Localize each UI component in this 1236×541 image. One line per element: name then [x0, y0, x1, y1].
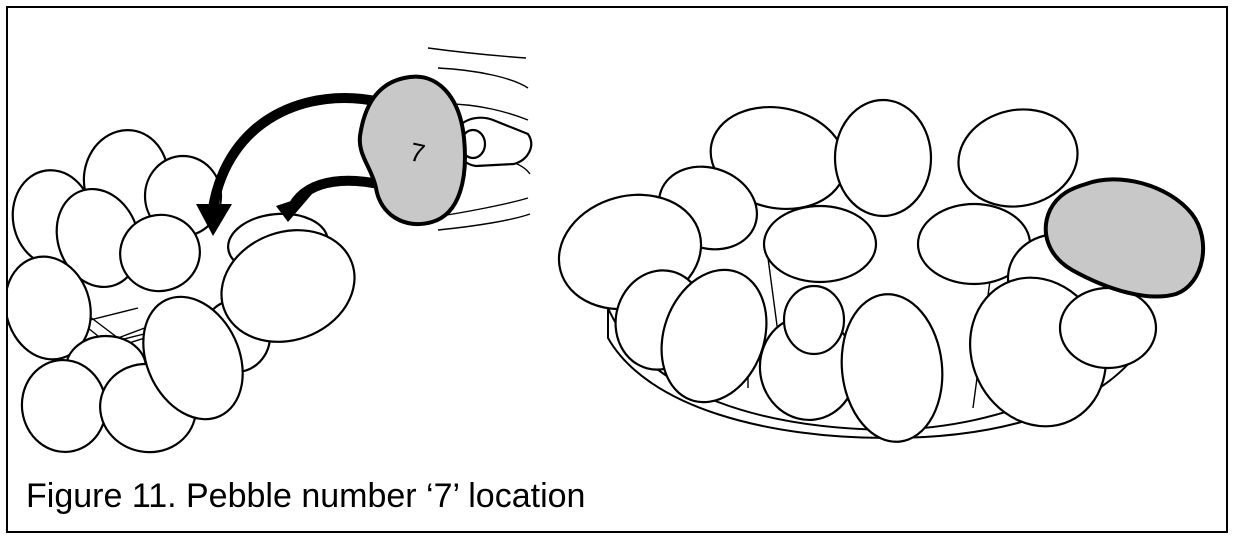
pebble-cluster-left — [8, 125, 370, 460]
figure-illustration: 7 — [8, 8, 1226, 468]
figure-frame: 7 — [6, 6, 1228, 533]
pebble-insert-illustration: 7 — [8, 48, 531, 460]
pebble-7-held: 7 — [360, 77, 465, 224]
pebble-bed — [546, 95, 1156, 449]
figure-caption: Figure 11. Pebble number ‘7’ location — [26, 479, 585, 513]
pebble-location-illustration — [546, 95, 1203, 449]
